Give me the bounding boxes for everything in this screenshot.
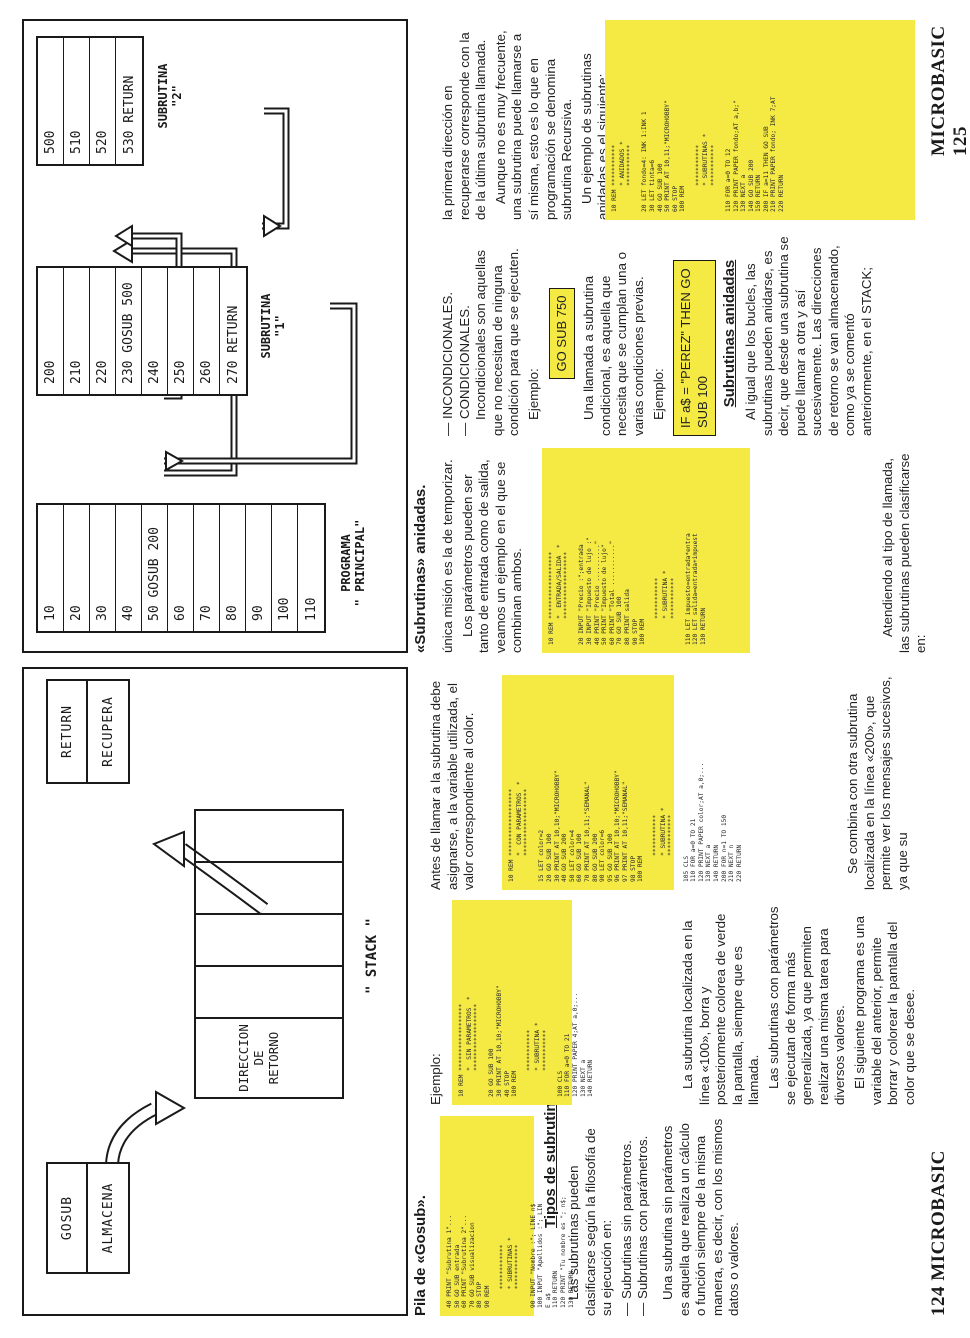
sub1-row: 210 [64,268,90,394]
right-col3-text: la primera dirección en recuperarse corr… [440,20,615,220]
stack-slot [196,965,342,1017]
sub1-box: 200 210 220 230 GOSUB 500 240 250 260 27… [36,266,248,396]
left-col3-top: Antes de llamar a la subrutina debe asig… [428,675,481,890]
left-col2-ejemplo: Ejemplo: [428,1053,443,1105]
main-row: 60 [168,505,194,631]
gosub-750-box: GO SUB 750 [548,287,576,380]
right-col2-li1: — INCONDICIONALES. [440,291,455,436]
sub1-row: 230 GOSUB 500 [116,268,142,394]
left-col2-p3: El siguiente programa es una variable de… [851,916,917,1105]
code-listing-2: 10 REM ****************** * SIN PARAMETR… [452,900,594,1105]
left-col1-li1: — Subrutinas sin parámetros. [618,1140,634,1316]
stack-header-line2: RETORNO [266,1031,281,1085]
sub1-row: 220 [90,268,116,394]
code-listing-2-text: 10 REM ****************** * SIN PARAMETR… [458,985,595,1097]
main-row: 10 [38,505,64,631]
if-gosub-box: IF a$ = "PEREZ" THEN GO SUB 100 [673,260,717,436]
right-col2-ejemplo2: Ejemplo: [650,368,666,420]
right-col1-p2: Los parámetros pueden ser tanto de entra… [459,459,525,653]
stack-header-line1: DIRECCION DE [236,1024,266,1092]
left-col3-p1: Antes de llamar a la subrutina debe asig… [428,680,477,890]
code-listing-3: 10 REM ****************** * CON PARAMETR… [502,675,743,890]
left-col1-p1: Las subrutinas pueden clasificarse según… [566,1128,615,1316]
left-col3-bottom: Se combina con otra subrutina localizada… [845,675,914,890]
left-col2-text: La subrutina localizada en la línea «100… [680,900,921,1105]
return-cell: RETURN [46,679,88,784]
left-col1-li2: — Subrutinas con parámetros. [635,1135,651,1316]
stack-slot [196,861,342,913]
left-col1-text: Las subrutinas pueden clasificarse según… [566,1116,746,1316]
right-col1-p1: única misión es la de temporizar. [440,459,455,653]
code-listing-1: 40 PRINT "Subrutina 1"... 50 GO SUB entr… [440,1116,575,1316]
stack-label: " STACK " [364,918,380,994]
left-col2-p2: Las subrutinas con parámetros se ejecuta… [765,906,848,1105]
main-row: 30 [90,505,116,631]
recupera-cell: RECUPERA [86,679,130,784]
sub2-box: 500 510 520 530 RETURN [36,36,144,166]
stack-header: DIRECCION DE RETORNO [196,1017,342,1097]
stack-slot [196,913,342,965]
right-col1-p3: Atendiendo al tipo de llamada, las subru… [880,453,929,653]
right-col2-p2: Una llamada a subrutina condicional, es … [581,251,646,436]
sub1-row: 200 [38,268,64,394]
tipos-heading: Tipos de subrutinas [542,1085,559,1228]
left-col1-p2: Una subrutina sin parámetros es aquella … [659,1118,742,1316]
stack-arrows [105,830,269,1165]
sub1-row: 250 [168,268,194,394]
sub1-row: 260 [194,268,220,394]
right-col2-p3: Al igual que los bucles, las subrutinas … [742,236,875,436]
sub2-label: SUBRUTINA "2" [156,26,184,166]
main-row: 80 [220,505,246,631]
main-label-line1: PROGRAMA [339,534,353,592]
sub2-row: 500 [38,38,64,164]
right-caption: «Subrutinas» anidadas. [412,484,429,653]
sub2-row: 530 RETURN [121,75,137,154]
main-program-box: 10 20 30 40 50 GOSUB 200 60 70 80 90 100… [36,503,326,633]
left-col3-p2: Se combina con otra subrutina localizada… [845,676,910,890]
sub1-row: 240 [142,268,168,394]
right-col1-top: única misión es la de temporizar. Los pa… [440,448,529,653]
nested-diagram: 10 20 30 40 50 GOSUB 200 60 70 80 90 100… [22,19,408,653]
right-col2-ejemplo1: Ejemplo: [525,368,541,420]
anidadas-heading: Subrutinas anidadas [721,259,739,408]
right-col1-bottom: Atendiendo al tipo de llamada, las subru… [880,448,933,653]
main-program-label: PROGRAMA " PRINCIPAL" [339,493,367,633]
left-col2-p1: La subrutina localizada en la línea «100… [680,913,762,1105]
sub2-row: 510 [64,38,90,164]
main-row: 50 GOSUB 200 [142,505,168,631]
main-row: 100 [272,505,298,631]
sub1-label-line1: SUBRUTINA [259,293,273,359]
code-listing-4-text: 10 REM ****************** * ENTRADA/SALI… [548,533,707,645]
sub2-label-line2: "2" [170,85,184,107]
main-row: 70 [194,505,220,631]
right-col2-text: — INCONDICIONALES. — CONDICIONALES. Inco… [440,231,879,436]
right-col2-li2: — CONDICIONALES. [456,305,472,436]
main-label-line2: " PRINCIPAL" [353,519,367,607]
main-row: 110 [303,597,319,621]
code-listing-4: 10 REM ****************** * ENTRADA/SALI… [542,448,750,653]
sub2-row: 520 [90,38,116,164]
right-col3-p1: la primera dirección en recuperarse corr… [440,32,489,220]
sub1-row: 270 RETURN [225,305,241,384]
code-listing-5: 10 REM *********** * ANIDADOS * ********… [605,20,915,220]
main-row: 90 [246,505,272,631]
almacena-cell: ALMACENA [86,1162,130,1274]
main-row: 40 [116,505,142,631]
main-row: 20 [64,505,90,631]
left-folio: 124 MICROBASIC [928,1150,949,1316]
sub1-label: SUBRUTINA "1" [259,256,287,396]
right-folio: MICROBASIC 125 [928,25,970,156]
gosub-cell: GOSUB [46,1162,88,1274]
stack-box: DIRECCION DE RETORNO [194,809,344,1099]
sub2-label-line1: SUBRUTINA [156,63,170,129]
sub1-label-line2: "1" [273,315,287,337]
code-listing-5-text: 10 REM *********** * ANIDADOS * ********… [611,96,786,212]
stack-diagram: GOSUB ALMACENA RETURN RECUPERA DIRECCION… [22,667,408,1316]
right-col3-p2: Aunque no es muy frecuente, una subrutin… [492,30,575,220]
right-col2-p1: Incondicionales son aquellas que no nece… [473,248,522,436]
left-caption: Pila de «Gosub». [412,1195,429,1316]
code-listing-3-text: 10 REM ****************** * CON PARAMETR… [508,762,743,882]
